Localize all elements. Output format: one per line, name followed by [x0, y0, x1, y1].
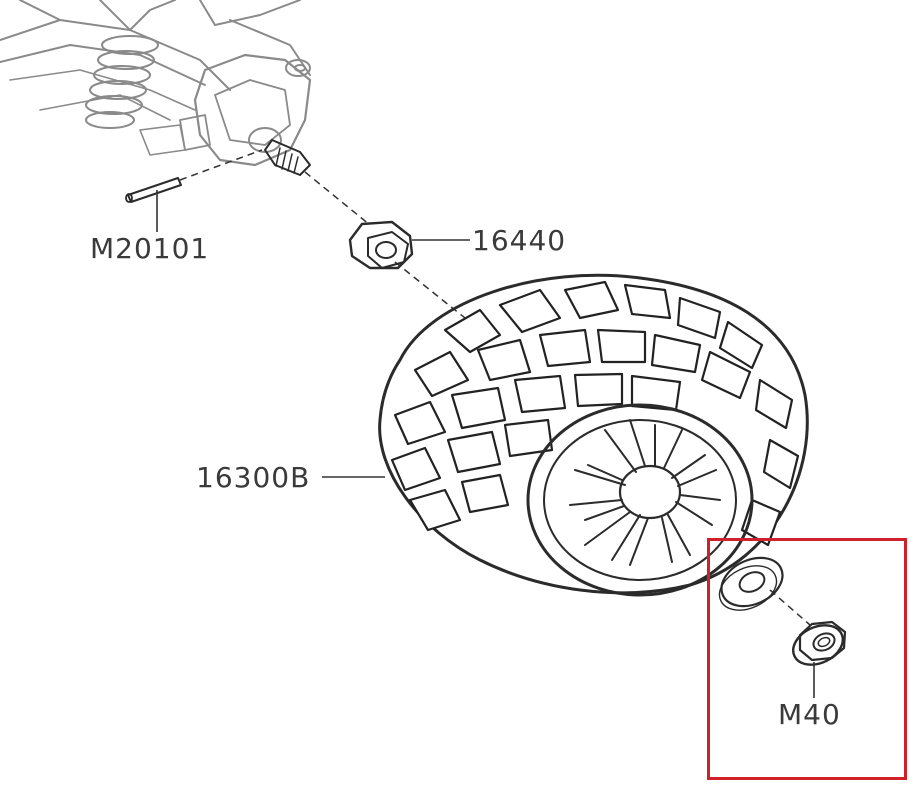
hinge-pin-axis: [179, 149, 263, 181]
washer-to-nut-axis: [769, 589, 811, 626]
axle-to-hex-axis: [304, 171, 371, 226]
axle-stub: [264, 139, 311, 176]
hinge-pin-label: M20101: [90, 232, 209, 265]
wheel-tire: [378, 273, 809, 597]
tire-tread: [390, 280, 800, 547]
hub-carrier: [139, 53, 312, 167]
flange-nut-label: M40: [778, 698, 841, 731]
wheel-rim: [526, 403, 754, 597]
highlight-box: [707, 538, 907, 780]
wheel-tire-label: 16300B: [196, 461, 310, 494]
hinge-pin: [125, 177, 182, 203]
washer: [718, 556, 784, 611]
wheel-hex: [348, 220, 414, 270]
shock-spring: [85, 35, 159, 129]
suspension-assembly: [0, 0, 312, 176]
wheel-hex-label: 16440: [472, 224, 566, 257]
flange-nut: [792, 620, 847, 666]
